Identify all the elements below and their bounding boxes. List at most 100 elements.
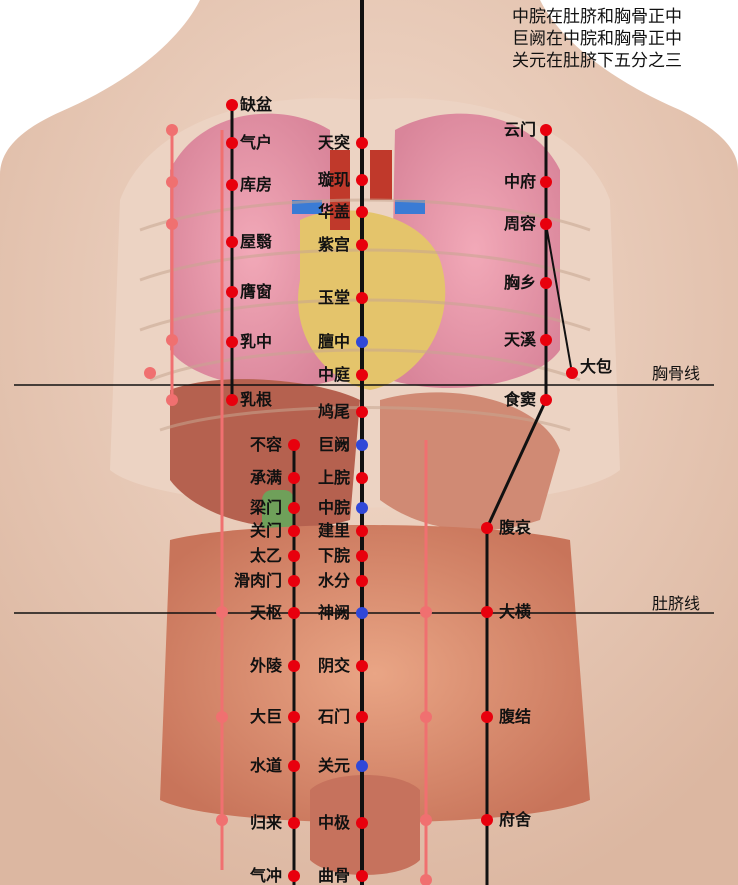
note-3: 关元在肚脐下五分之三 [512, 51, 682, 71]
acupoint-label: 关元 [317, 756, 350, 775]
acupoint-spleen [540, 334, 552, 346]
acupoint-spleen [540, 176, 552, 188]
acupoint-label: 承满 [249, 468, 282, 487]
acupoint-ren [356, 502, 368, 514]
acupoint-label: 不容 [249, 435, 282, 454]
acupoint-ren [356, 292, 368, 304]
acupoint-ren [356, 870, 368, 882]
faint-point [166, 218, 178, 230]
acupoint-label: 水分 [317, 571, 350, 590]
acupoint-label: 气户 [240, 133, 273, 152]
acupoint-label: 云门 [503, 120, 536, 139]
acupoint-ren [356, 206, 368, 218]
acupoint-label: 外陵 [249, 656, 282, 675]
faint-point [420, 606, 432, 618]
faint-point [166, 334, 178, 346]
meridian-line-spleen-diagonal [485, 399, 548, 529]
faint-point [216, 606, 228, 618]
acupoint-label: 紫宫 [317, 235, 350, 254]
acupoint-label: 中脘 [317, 498, 350, 517]
acupoint-stomach [288, 660, 300, 672]
acupoint-label: 下脘 [317, 546, 350, 565]
acupoint-label: 建里 [317, 521, 350, 540]
acupoint-label: 神阙 [317, 603, 350, 622]
acupoint-label: 华盖 [317, 202, 350, 221]
acupoint-label: 阴交 [317, 656, 350, 675]
acupoint-label: 天溪 [503, 330, 536, 349]
acupoint-kidney [226, 236, 238, 248]
acupoint-label: 梁门 [249, 498, 282, 517]
acupoint-kidney [226, 179, 238, 191]
acupoint-label: 胸乡 [503, 273, 536, 292]
acupoint-label: 滑肉门 [233, 571, 282, 590]
acupoint-label: 璇玑 [317, 170, 350, 189]
faint-point [420, 814, 432, 826]
acupoint-spleen [540, 124, 552, 136]
acupoint-spleen [481, 522, 493, 534]
acupoint-ren [356, 760, 368, 772]
acupoint-label: 库房 [240, 175, 273, 194]
acupoint-stomach [288, 550, 300, 562]
acupoint-stomach [288, 607, 300, 619]
faint-point [216, 814, 228, 826]
acupoint-ren [356, 525, 368, 537]
vein-right [395, 200, 425, 214]
vein-left [292, 200, 322, 214]
acupoint-label: 腹哀 [499, 518, 532, 537]
acupoint-label: 中府 [503, 172, 536, 191]
faint-point [216, 711, 228, 723]
acupoint-label: 乳根 [240, 390, 273, 409]
right-lung [170, 113, 335, 389]
acupoint-ren [356, 575, 368, 587]
acupoint-spleen [481, 814, 493, 826]
acupoint-label: 关门 [249, 521, 282, 540]
acupoint-spleen [481, 711, 493, 723]
acupoint-label: 大包 [580, 357, 613, 376]
chest-line-label: 胸骨线 [652, 364, 701, 383]
acupoint-label: 膻中 [317, 332, 350, 351]
acupoint-label: 府舍 [499, 810, 532, 829]
acupoint-label: 乳中 [240, 332, 273, 351]
acupoint-ren [356, 174, 368, 186]
acupoint-ren [356, 472, 368, 484]
acupoint-label: 大巨 [249, 707, 282, 726]
acupoint-ren [356, 550, 368, 562]
faint-point [166, 176, 178, 188]
acupoint-ren [356, 817, 368, 829]
faint-point [420, 874, 432, 885]
acupoint-stomach [288, 870, 300, 882]
acupoint-label: 天枢 [249, 603, 282, 622]
acupoint-stomach [288, 817, 300, 829]
acupoint-kidney [226, 286, 238, 298]
acupoint-label: 腹结 [499, 707, 532, 726]
acupoint-label: 周容 [503, 214, 536, 233]
note-1: 中脘在肚脐和胸骨正中 [512, 7, 682, 27]
acupoint-stomach [288, 439, 300, 451]
intestines [160, 525, 590, 823]
faint-point [144, 367, 156, 379]
acupoint-ren [356, 239, 368, 251]
acupoint-ren [356, 660, 368, 672]
acupoint-spleen [540, 277, 552, 289]
acupoint-stomach [288, 502, 300, 514]
meridian-line-dabao [545, 223, 573, 374]
acupoint-ren [356, 369, 368, 381]
acupoint-label: 膺窗 [240, 282, 273, 301]
acupoint-spleen [481, 606, 493, 618]
faint-point [166, 394, 178, 406]
acupoint-label: 气冲 [249, 866, 282, 885]
acupoint-label: 石门 [317, 707, 350, 726]
great-vessels [330, 150, 392, 230]
acupoint-label: 食窦 [503, 390, 536, 409]
acupoint-spleen [566, 367, 578, 379]
acupoint-kidney [226, 137, 238, 149]
acupoint-stomach [288, 760, 300, 772]
acupoint-label: 太乙 [249, 546, 282, 565]
note-2: 巨阙在中脘和胸骨正中 [512, 29, 682, 49]
acupoint-ren [356, 607, 368, 619]
acupoint-label: 上脘 [317, 468, 350, 487]
acupoint-spleen [540, 394, 552, 406]
acupoint-stomach [288, 472, 300, 484]
acupoint-label: 水道 [249, 756, 282, 775]
